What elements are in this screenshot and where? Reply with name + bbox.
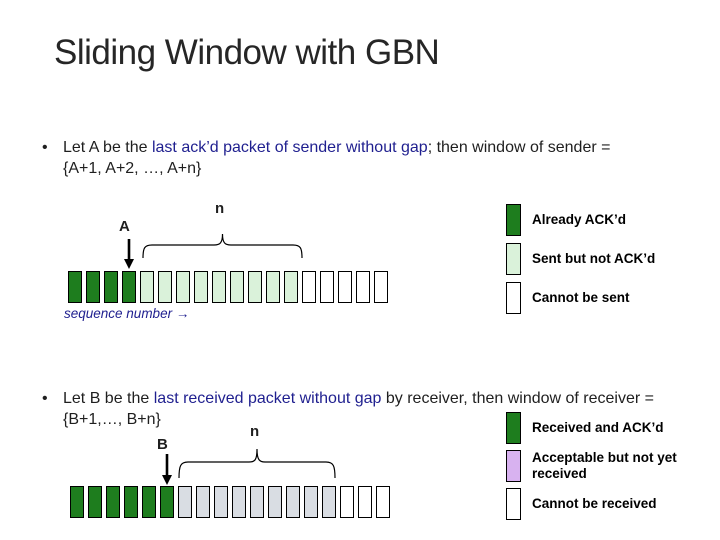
packet-box-received-acked	[124, 486, 138, 518]
packet-box-sent-not-acked	[284, 271, 298, 303]
legend-swatch-cannot-be-received	[506, 488, 521, 520]
legend-item: Cannot be sent	[506, 282, 711, 314]
packet-box-sent-not-acked	[140, 271, 154, 303]
window-size-label-n: n	[250, 423, 260, 440]
packet-box-acceptable-box	[178, 486, 192, 518]
legend-swatch-sent-not-acked	[506, 243, 521, 275]
legend-swatch-cannot-be-sent	[506, 282, 521, 314]
packet-box-acceptable-box	[286, 486, 300, 518]
pointer-label-a: A	[119, 218, 130, 235]
legend-label: Cannot be received	[532, 496, 657, 511]
packet-box-cannot-be-received	[376, 486, 390, 518]
packet-box-sent-not-acked	[248, 271, 262, 303]
packet-box-received-acked	[106, 486, 120, 518]
legend-item: Already ACK’d	[506, 204, 711, 236]
packet-box-sent-not-acked	[194, 271, 208, 303]
packet-box-acceptable-box	[196, 486, 210, 518]
packet-box-already-acked	[104, 271, 118, 303]
legend-swatch-received-acked	[506, 412, 521, 444]
packet-box-acceptable-box	[250, 486, 264, 518]
packet-box-cannot-be-received	[340, 486, 354, 518]
packet-box-sent-not-acked	[212, 271, 226, 303]
packet-box-received-acked	[70, 486, 84, 518]
packet-box-cannot-be-sent	[320, 271, 334, 303]
packet-box-acceptable-box	[214, 486, 228, 518]
bullet-marker: •	[42, 139, 48, 156]
packet-box-acceptable-box	[268, 486, 282, 518]
legend-item: Cannot be received	[506, 488, 711, 520]
sequence-number-axis-label: sequence number →	[64, 306, 190, 321]
text-segment: Let A be the	[63, 139, 152, 156]
packet-box-sent-not-acked	[158, 271, 172, 303]
bullet-sender-text: Let A be the last ack’d packet of sender…	[63, 137, 620, 179]
packet-box-sent-not-acked	[266, 271, 280, 303]
highlighted-phrase: last received packet without gap	[153, 390, 382, 407]
text-segment: by receiver, then window of receiver = {…	[63, 390, 654, 428]
legend-item: Sent but not ACK’d	[506, 243, 711, 275]
packet-box-cannot-be-sent	[374, 271, 388, 303]
packet-box-already-acked	[86, 271, 100, 303]
packet-box-acceptable-box	[304, 486, 318, 518]
pointer-label-b: B	[157, 436, 168, 453]
packet-box-cannot-be-sent	[302, 271, 316, 303]
highlighted-phrase: last ack’d packet of sender without gap	[151, 139, 428, 156]
legend-label: Cannot be sent	[532, 290, 630, 305]
legend-label: Acceptable but not yet received	[532, 450, 677, 481]
sender-packet-row	[68, 271, 388, 303]
bullet-sender: • Let A be the last ack’d packet of send…	[42, 137, 620, 179]
packet-box-already-acked	[68, 271, 82, 303]
packet-box-received-acked	[160, 486, 174, 518]
window-brace	[178, 448, 336, 479]
slide-title: Sliding Window with GBN	[54, 33, 440, 72]
packet-box-cannot-be-sent	[356, 271, 370, 303]
packet-box-already-acked	[122, 271, 136, 303]
down-arrow-icon	[162, 454, 172, 485]
bullet-receiver-text: Let B be the last received packet withou…	[63, 388, 660, 430]
packet-box-acceptable-box	[232, 486, 246, 518]
text-segment: Let B be the	[63, 390, 154, 407]
window-size-label-n: n	[215, 200, 225, 217]
down-arrow-icon	[124, 239, 134, 269]
bullet-marker: •	[42, 390, 48, 407]
bullet-receiver: • Let B be the last received packet with…	[42, 388, 660, 430]
legend-swatch-acceptable-legend	[506, 450, 521, 482]
legend-item: Received and ACK’d	[506, 412, 711, 444]
receiver-packet-row	[70, 486, 390, 518]
window-brace	[142, 233, 303, 259]
packet-box-sent-not-acked	[176, 271, 190, 303]
legend-label: Received and ACK’d	[532, 420, 664, 435]
packet-box-cannot-be-received	[358, 486, 372, 518]
packet-box-cannot-be-sent	[338, 271, 352, 303]
legend-swatch-already-acked	[506, 204, 521, 236]
packet-box-acceptable-box	[322, 486, 336, 518]
legend-item: Acceptable but not yet received	[506, 450, 711, 482]
legend-label: Already ACK’d	[532, 212, 627, 227]
legend-label: Sent but not ACK’d	[532, 251, 656, 266]
packet-box-received-acked	[88, 486, 102, 518]
text-segment: ; then window of sender = {A+1, A+2, …, …	[63, 139, 611, 177]
packet-box-sent-not-acked	[230, 271, 244, 303]
packet-box-received-acked	[142, 486, 156, 518]
